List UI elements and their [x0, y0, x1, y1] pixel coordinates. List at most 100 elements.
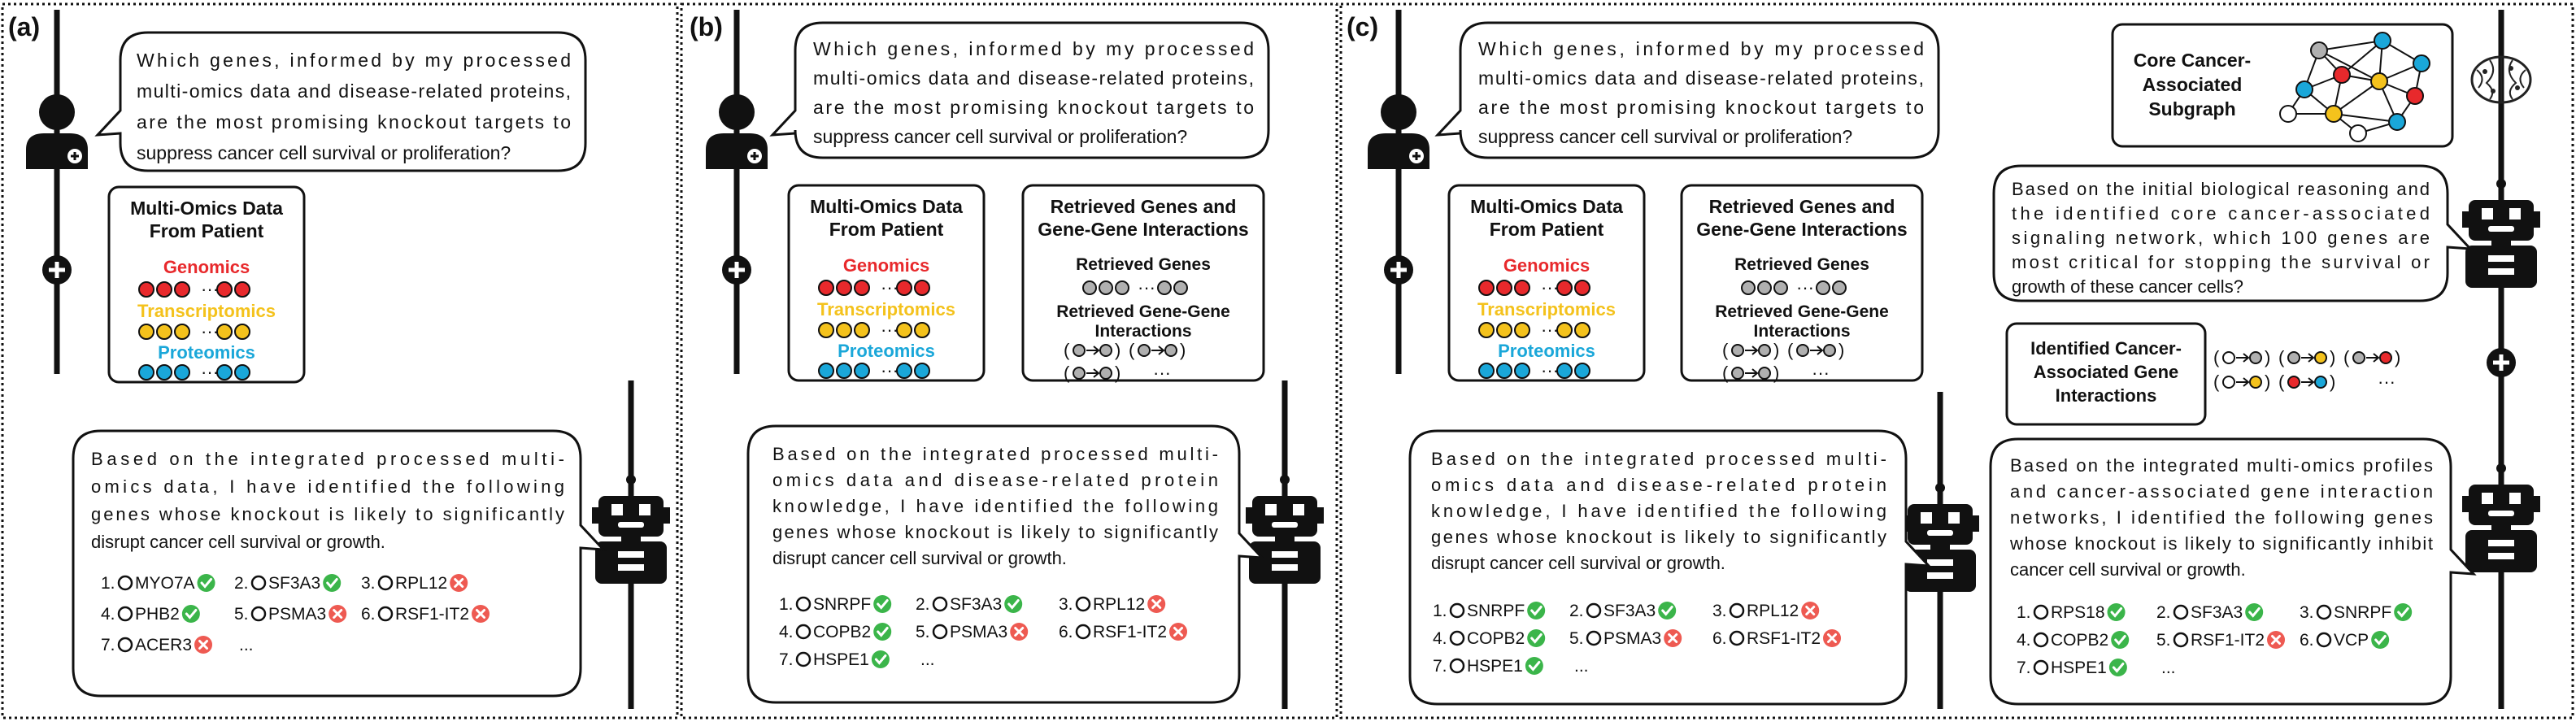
omics-dot	[216, 324, 233, 340]
gene-radio-icon	[2033, 632, 2049, 648]
check-mark	[1530, 606, 1543, 616]
retrieved-box	[1021, 184, 1265, 382]
gene-number: 7.	[101, 636, 115, 654]
brain-icon	[2470, 55, 2532, 104]
retrieved-genes-label: Retrieved Genes	[1734, 255, 1869, 274]
robot-icon	[2462, 179, 2540, 288]
check-icon	[181, 605, 200, 623]
retrieved-interactions-label: Retrieved Gene-Gene	[1056, 302, 1230, 321]
retrieved-gene-dot	[1816, 280, 1830, 295]
omics-dot	[156, 324, 172, 340]
pair-paren: (	[2213, 347, 2220, 367]
omics-dot	[854, 363, 870, 379]
pair-paren: (	[1722, 363, 1729, 383]
pair-paren: )	[2395, 347, 2400, 367]
subgraph-title: Core Cancer-	[2134, 50, 2251, 71]
omics-dot	[174, 324, 190, 340]
gene-radio-icon	[1449, 602, 1465, 619]
dots-ellipsis: ···	[201, 321, 219, 341]
check-mark	[877, 627, 889, 637]
pair-paren: (	[2278, 347, 2285, 367]
omics-dot	[836, 322, 852, 338]
omics-dot	[1478, 322, 1495, 338]
gene-radio-icon	[2316, 604, 2332, 620]
omics-dot	[216, 364, 233, 380]
cross-mark	[1668, 633, 1678, 643]
gene-node	[1099, 344, 1112, 357]
gene-node	[2379, 351, 2392, 364]
subgraph-node	[2413, 54, 2430, 72]
pair-paren: )	[1115, 340, 1120, 360]
answer-bubble	[72, 429, 607, 698]
arrow-icon	[1086, 346, 1100, 355]
gene-radio-icon	[2173, 604, 2189, 620]
panel-c-frame	[1339, 2, 2574, 719]
retrieved-title: Retrieved Genes and	[1709, 196, 1895, 217]
omics-dot	[914, 322, 930, 338]
gene-number: 5.	[234, 605, 249, 624]
question-text: Which genes, informed by my processed	[813, 38, 1254, 59]
check-mark	[2112, 663, 2125, 673]
omics-dot	[174, 364, 190, 380]
gene-number: 2.	[1569, 602, 1584, 620]
subgraph-node	[2325, 105, 2343, 123]
list-ellipsis: ...	[1574, 657, 1589, 676]
gene-node	[2222, 351, 2235, 364]
dots-ellipsis: ···	[881, 360, 899, 380]
subgraph-node	[2295, 80, 2313, 98]
gene-number: 3.	[1712, 602, 1727, 620]
gene-number: 3.	[361, 574, 376, 593]
gene-name: SF3A3	[950, 595, 1002, 614]
identified-title: Identified Cancer-	[2030, 338, 2182, 359]
plus-icon	[722, 255, 751, 285]
gene-name: HSPE1	[813, 650, 869, 669]
gene-name: COPB2	[2051, 631, 2108, 650]
dots-ellipsis: ···	[881, 277, 899, 298]
check-icon	[1525, 657, 1543, 675]
subgraph-node	[2333, 66, 2351, 84]
retrieved-title: Gene-Gene Interactions	[1696, 219, 1907, 240]
question-bubble	[94, 31, 587, 172]
gene-number: 4.	[1433, 629, 1447, 648]
cross-mark	[1173, 627, 1184, 637]
answer-text: Based on the integrated processed multi-	[772, 444, 1218, 464]
question-text: multi-omics data and disease-related pro…	[1478, 67, 1924, 89]
identified-title: Associated Gene	[2034, 362, 2179, 382]
check-mark	[2397, 607, 2409, 618]
gene-radio-icon	[1449, 658, 1465, 674]
gene-number: 4.	[101, 605, 115, 624]
dots-ellipsis: ···	[1138, 277, 1155, 298]
subgraph-node	[2374, 32, 2391, 50]
omics-dot	[138, 364, 154, 380]
retrieved-gene-dot	[1757, 280, 1772, 295]
cross-mark	[2271, 635, 2282, 645]
omics-dot	[1514, 322, 1530, 338]
omics-dot	[1574, 363, 1590, 379]
cross-mark	[1827, 633, 1838, 643]
proteomics-label: Proteomics	[158, 342, 255, 363]
final-answer-text: networks, I identified the following gen…	[2010, 507, 2433, 528]
omics-dot	[836, 363, 852, 379]
pair-paren: (	[1064, 340, 1070, 360]
gene-name: PHB2	[135, 605, 180, 624]
omics-dot	[1556, 363, 1573, 379]
retrieved-interactions-label: Retrieved Gene-Gene	[1715, 302, 1889, 321]
gene-node	[2287, 351, 2300, 364]
check-mark	[2114, 635, 2126, 646]
omics-dot	[1514, 280, 1530, 296]
gene-number: 1.	[1433, 602, 1447, 620]
answer-text: Based on the integrated processed multi-	[91, 449, 564, 469]
gene-node	[1731, 344, 1744, 357]
question-text: suppress cancer cell survival or prolife…	[1478, 126, 1852, 147]
gene-node	[1731, 367, 1744, 380]
check-icon	[2108, 659, 2127, 676]
panel-c-user-line	[1395, 10, 1402, 374]
list-ellipsis: ...	[239, 636, 254, 654]
gene-radio-icon	[1075, 596, 1091, 612]
gene-radio-icon	[932, 596, 948, 612]
retrieved-gene-dot	[1832, 280, 1847, 295]
final-answer-text: and cancer-associated gene interaction	[2010, 481, 2433, 502]
gene-radio-icon	[377, 606, 394, 622]
arrow-icon	[2301, 377, 2315, 387]
gene-node	[1099, 367, 1112, 380]
